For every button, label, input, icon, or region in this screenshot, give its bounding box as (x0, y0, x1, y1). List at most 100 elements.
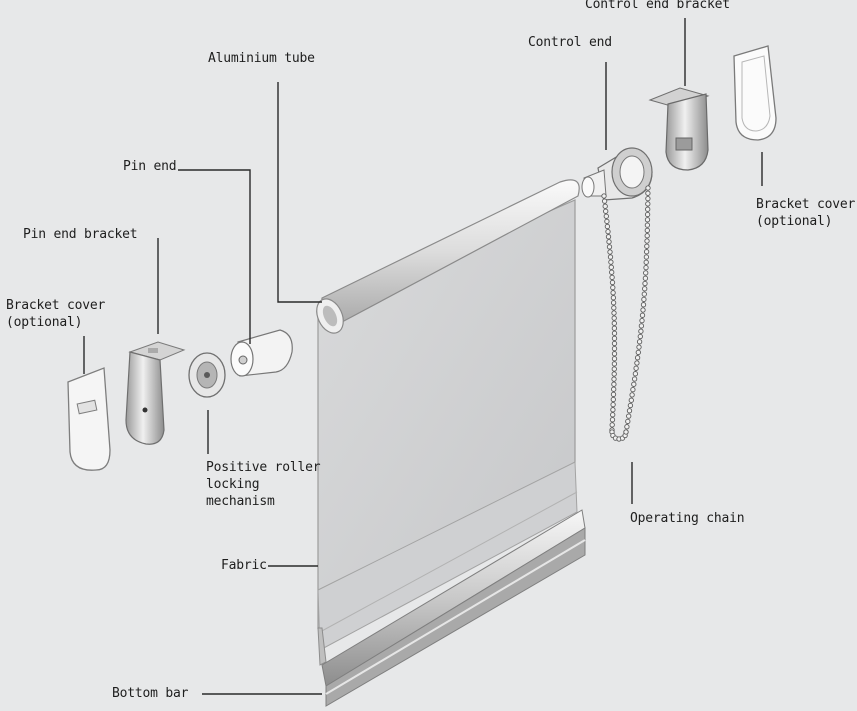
bracket-cover-right-shape (733, 45, 777, 141)
chain-bead (611, 320, 617, 326)
label-control-end: Control end (528, 35, 612, 50)
leader-lines (83, 18, 763, 695)
chain-bead (642, 275, 649, 281)
chain-bead (611, 386, 617, 392)
chain-bead (624, 424, 630, 430)
chain-bead (645, 195, 651, 202)
chain-bead (644, 211, 651, 218)
chain-bead (610, 391, 617, 398)
chain-bead (637, 333, 643, 340)
chain-bead (645, 190, 651, 196)
chain-bead (610, 300, 617, 306)
chain-bead (643, 270, 649, 276)
label-fabric: Fabric (221, 558, 267, 573)
chain-bead (644, 227, 650, 234)
chain-bead (611, 381, 617, 387)
label-operating-chain: Operating chain (630, 511, 745, 526)
chain-bead (611, 305, 617, 311)
pin-end-bracket-shape (125, 341, 186, 445)
chain-bead (629, 392, 635, 398)
chain-bead (623, 429, 629, 435)
chain-bead (640, 307, 646, 313)
chain-bead (625, 418, 631, 425)
chain-bead (636, 339, 643, 345)
chain-bead (609, 279, 616, 286)
chain-bead (611, 335, 618, 342)
chain-bead (644, 222, 651, 228)
chain-bead (626, 408, 633, 414)
control-end-bracket-shape (648, 87, 710, 171)
chain-bead (611, 330, 618, 336)
chain-bead (603, 213, 609, 219)
chain-bead (636, 344, 642, 350)
chain-bead (611, 376, 617, 382)
chain-bead (641, 291, 647, 297)
chain-bead (609, 269, 615, 275)
chain-bead (638, 323, 645, 329)
chain-bead (642, 286, 648, 292)
chain-bead (611, 351, 618, 357)
chain-bead (645, 185, 651, 191)
chain-bead (634, 355, 641, 361)
chain-bead (639, 312, 646, 318)
chain-bead (607, 249, 613, 255)
chain-bead (609, 274, 615, 281)
chain-bead (642, 280, 648, 287)
chain-bead (626, 413, 632, 419)
chain-bead (611, 310, 617, 316)
chain-bead (630, 386, 636, 393)
chain-bead (643, 254, 650, 260)
chain-bead (643, 259, 649, 265)
chain-bead (609, 417, 616, 423)
label-pin-end-bracket: Pin end bracket (23, 227, 138, 242)
chain-bead (601, 198, 608, 204)
chain-bead (611, 345, 618, 352)
chain-bead (608, 264, 614, 270)
chain-bead (611, 361, 618, 367)
chain-bead (644, 233, 650, 239)
chain-bead (632, 371, 639, 377)
chain-bead (635, 349, 641, 356)
chain-bead (610, 284, 616, 291)
chain-bead (634, 360, 640, 366)
chain-bead (609, 422, 615, 428)
chain-bead (610, 295, 617, 301)
bracket-cover-left-shape (67, 367, 111, 471)
label-bottom-bar: Bottom bar (112, 686, 189, 701)
chain-bead (631, 381, 637, 387)
chain-bead (633, 365, 639, 371)
chain-bead (611, 325, 618, 331)
chain-bead (603, 208, 609, 214)
chain-bead (604, 223, 611, 230)
chain-bead (602, 203, 608, 209)
chain-bead (628, 397, 634, 403)
chain-bead (610, 407, 616, 413)
label-control-end-bracket: Control end bracket (585, 0, 730, 12)
chain-bead (606, 244, 613, 250)
chain-bead (640, 302, 647, 308)
chain-bead (643, 249, 650, 255)
label-aluminium-tube: Aluminium tube (208, 51, 315, 66)
chain-bead (639, 317, 645, 324)
chain-bead (611, 366, 617, 372)
fabric-panel (317, 199, 578, 666)
control-end-shape (581, 147, 653, 201)
chain-bead (610, 290, 616, 296)
chain-bead (611, 356, 618, 362)
chain-bead (644, 217, 651, 223)
chain-bead (610, 401, 616, 408)
chain-bead (601, 193, 607, 199)
locking-mechanism-shape (188, 352, 226, 398)
label-pin-end: Pin end (123, 159, 177, 174)
chain-bead (608, 259, 614, 265)
chain-bead (611, 340, 618, 347)
chain-bead (611, 315, 617, 321)
label-bracket-cover-left: Bracket cover (optional) (6, 298, 106, 330)
pin-end-shape (230, 329, 293, 377)
chain-bead (644, 238, 650, 244)
chain-bead (610, 396, 616, 403)
chain-bead (638, 328, 644, 334)
chain-bead (605, 228, 611, 235)
